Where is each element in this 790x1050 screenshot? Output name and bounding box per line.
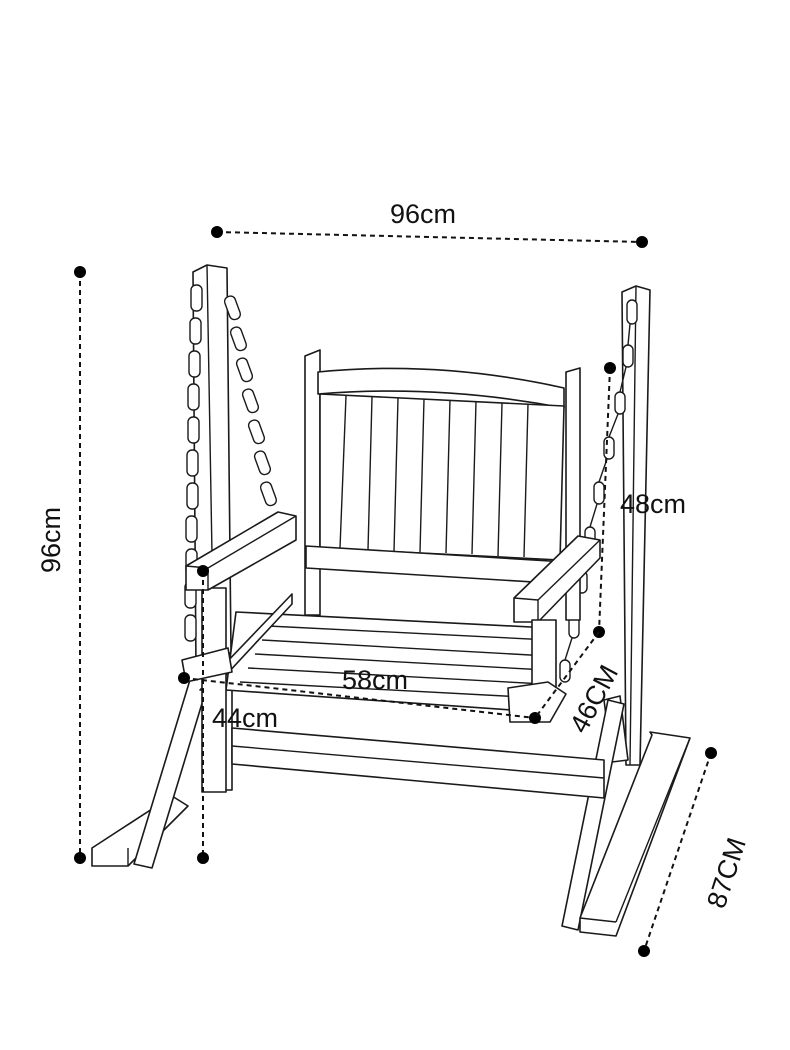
seat [225,611,551,713]
dimension-base-depth [638,747,717,957]
dimension-total-height [74,266,86,864]
right-chain [559,299,638,683]
left-armrest [181,511,297,793]
label-back-height: 48cm [620,489,686,519]
label-base-depth: 87CM [701,834,752,912]
label-total-width: 96cm [390,199,456,229]
dimension-total-width [211,226,648,248]
right-arm-front-leg [531,619,557,691]
right-post [621,285,651,766]
lower-cross-rail [231,727,605,799]
dimension-armrest-height [197,565,209,864]
left-chain-back [223,295,278,507]
seat-back [304,349,581,621]
right-arm-top [513,535,601,623]
label-armrest-height: 44cm [212,703,278,733]
cross-rails [231,727,605,799]
left-arm-front-leg [201,587,227,793]
label-seat-width: 58cm [342,665,408,695]
right-armrest [507,535,601,723]
right-seat-front [507,681,567,723]
right-frame [561,285,691,937]
label-total-height: 96cm [36,507,66,573]
right-front-leg [561,699,625,931]
